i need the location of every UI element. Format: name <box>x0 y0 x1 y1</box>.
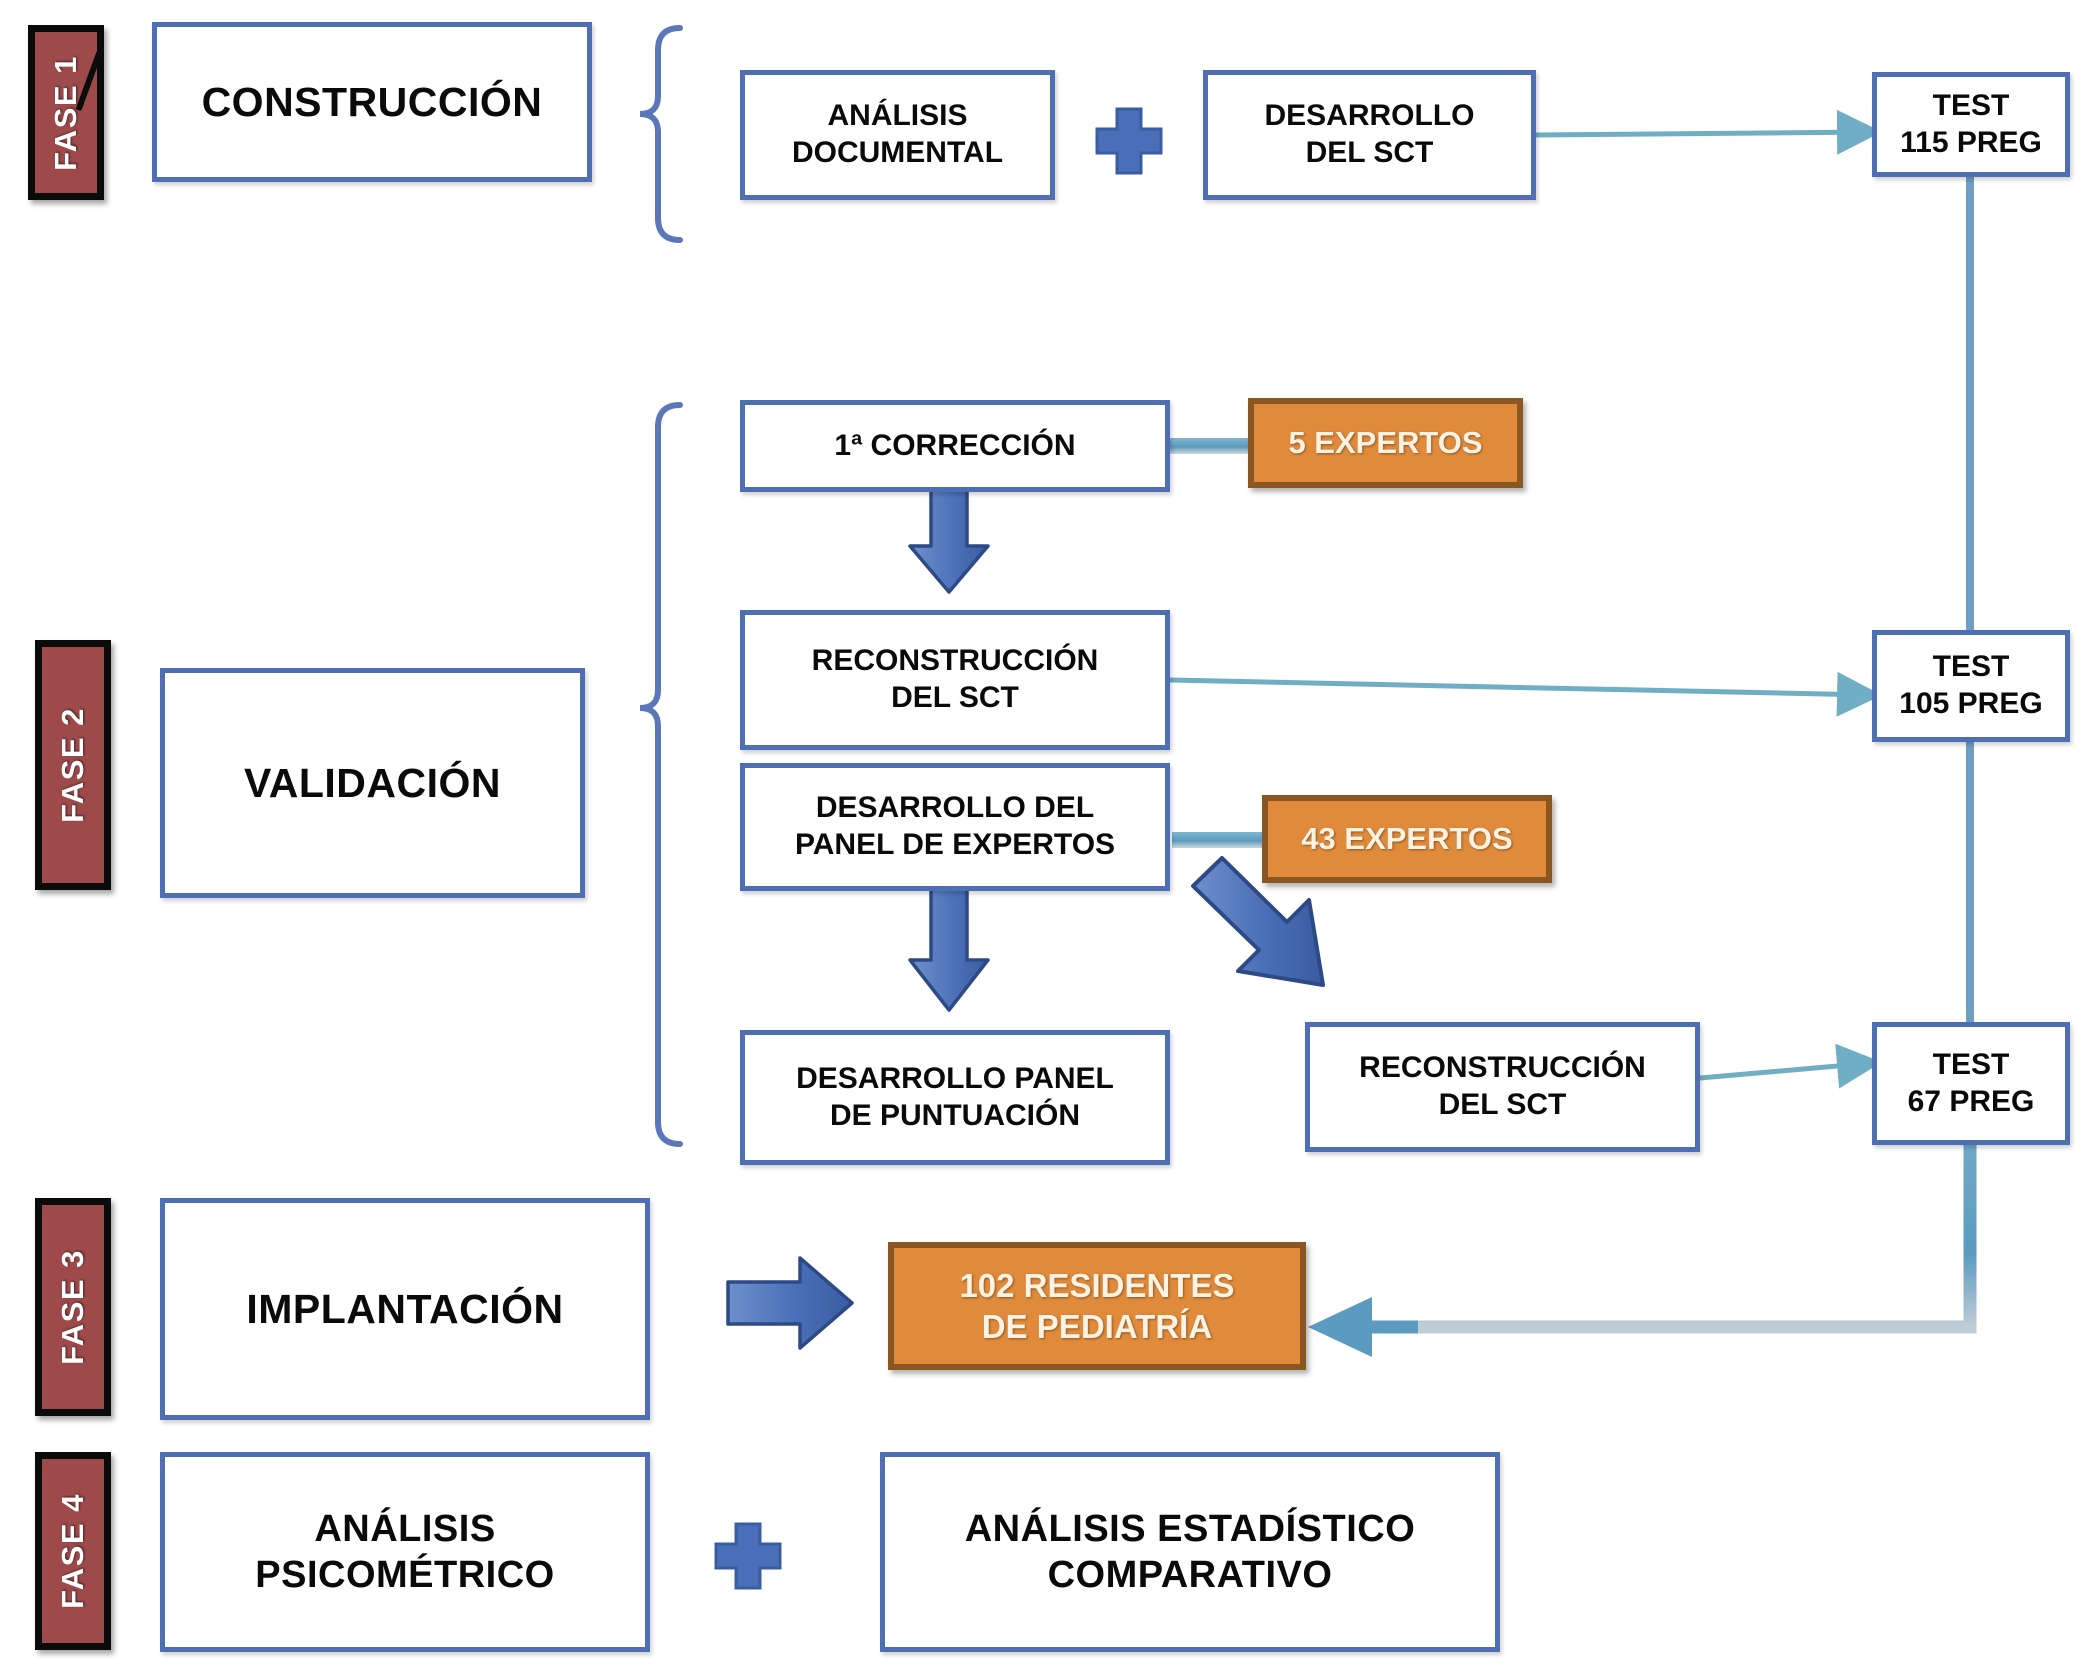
step-primera-correccion[interactable]: 1ª CORRECCIÓN <box>740 400 1170 492</box>
phase4-estadistico-box: ANÁLISIS ESTADÍSTICO COMPARATIVO <box>880 1452 1500 1652</box>
test-105-line2: 105 PREG <box>1899 687 2043 720</box>
experts-5-label: 5 EXPERTOS <box>1288 424 1483 460</box>
step-reconstruccion1-line1: RECONSTRUCCIÓN <box>811 644 1099 678</box>
test-67-preg-box[interactable]: TEST 67 PREG <box>1872 1022 2070 1145</box>
test-115-line2: 115 PREG <box>1900 125 2042 159</box>
residentes-line1: 102 RESIDENTES <box>959 1266 1235 1304</box>
step-puntuacion-line1: DESARROLLO PANEL <box>796 1061 1114 1095</box>
phase-tab-fase1[interactable]: FASE 1 <box>28 25 104 200</box>
experts-43-box[interactable]: 43 EXPERTOS <box>1262 795 1552 883</box>
phase1-title: CONSTRUCCIÓN <box>201 78 543 125</box>
phase-tab-fase1-label: FASE 1 <box>48 54 84 171</box>
phase4-title-box: ANÁLISIS PSICOMÉTRICO <box>160 1452 650 1652</box>
phase4-second-line1: ANÁLISIS ESTADÍSTICO <box>964 1507 1416 1550</box>
test-67-line1: TEST <box>1932 1047 2010 1081</box>
step-reconstruccion-sct-2[interactable]: RECONSTRUCCIÓN DEL SCT <box>1305 1022 1700 1152</box>
connector-panel-to-43expertos <box>1172 832 1262 848</box>
step-desarrollo-line2: DEL SCT <box>1305 136 1434 169</box>
plus-icon <box>1095 107 1163 175</box>
step-analisis-line1: ANÁLISIS <box>827 99 968 133</box>
step-analisis-line2: DOCUMENTAL <box>791 136 1004 169</box>
step-desarrollo-sct[interactable]: DESARROLLO DEL SCT <box>1203 70 1536 200</box>
phase2-title: VALIDACIÓN <box>243 759 502 806</box>
step-reconstruccion-sct-1[interactable]: RECONSTRUCCIÓN DEL SCT <box>740 610 1170 750</box>
phase1-title-box: CONSTRUCCIÓN <box>152 22 592 182</box>
phase-tab-fase2[interactable]: FASE 2 <box>35 640 111 890</box>
phase4-title-line2: PSICOMÉTRICO <box>255 1554 555 1596</box>
brace-phase1 <box>639 25 683 243</box>
connector-test67-to-residentes <box>1308 1145 1977 1357</box>
phase-tab-fase4[interactable]: FASE 4 <box>35 1452 111 1650</box>
arrow-down-correccion-to-reconstruccion <box>908 488 990 594</box>
test-105-preg-box[interactable]: TEST 105 PREG <box>1872 630 2070 742</box>
step-reconstruccion2-line2: DEL SCT <box>1438 1088 1567 1121</box>
phase4-second-line2: COMPARATIVO <box>1047 1554 1333 1596</box>
plus-icon-2 <box>714 1522 782 1590</box>
connector-reconstruccion2-to-test67 <box>1699 1043 1882 1089</box>
connector-desarrollo-to-test115 <box>1535 109 1882 155</box>
residentes-line2: DE PEDIATRÍA <box>981 1308 1213 1345</box>
test-105-line1: TEST <box>1932 650 2010 684</box>
arrow-down-panel-to-puntuacion <box>908 886 990 1012</box>
step-correccion-label: 1ª CORRECCIÓN <box>834 428 1076 462</box>
step-desarrollo-line1: DESARROLLO <box>1264 99 1475 133</box>
experts-5-box[interactable]: 5 EXPERTOS <box>1248 398 1523 488</box>
step-reconstruccion1-line2: DEL SCT <box>891 681 1019 714</box>
phase-tab-fase3-label: FASE 3 <box>55 1249 91 1365</box>
phase2-title-box: VALIDACIÓN <box>160 668 585 898</box>
phase3-title: IMPLANTACIÓN <box>246 1285 564 1332</box>
phase4-title-line1: ANÁLISIS <box>314 1507 496 1550</box>
phase-tab-fase3[interactable]: FASE 3 <box>35 1198 111 1416</box>
phase-tab-fase2-label: FASE 2 <box>55 707 91 823</box>
arrow-diagonal-panel-to-reconstruccion2 <box>1191 856 1325 987</box>
residentes-pediatria-box[interactable]: 102 RESIDENTES DE PEDIATRÍA <box>888 1242 1306 1370</box>
step-panel-line1: DESARROLLO DEL <box>815 791 1095 825</box>
step-desarrollo-panel-puntuacion[interactable]: DESARROLLO PANEL DE PUNTUACIÓN <box>740 1030 1170 1165</box>
step-analisis-documental[interactable]: ANÁLISIS DOCUMENTAL <box>740 70 1055 200</box>
brace-phase2 <box>639 402 683 1147</box>
step-puntuacion-line2: DE PUNTUACIÓN <box>829 1098 1080 1132</box>
phase-tab-fase4-label: FASE 4 <box>55 1493 91 1609</box>
arrow-right-implantacion-to-residentes <box>726 1256 854 1350</box>
step-desarrollo-panel-expertos[interactable]: DESARROLLO DEL PANEL DE EXPERTOS <box>740 763 1170 891</box>
test-67-line2: 67 PREG <box>1907 1084 2035 1118</box>
connector-reconstruccion-to-test105 <box>1169 671 1882 717</box>
step-reconstruccion2-line1: RECONSTRUCCIÓN <box>1359 1051 1646 1085</box>
experts-43-label: 43 EXPERTOS <box>1301 820 1513 856</box>
test-115-line1: TEST <box>1932 88 2010 122</box>
test-115-preg-box[interactable]: TEST 115 PREG <box>1872 72 2070 177</box>
step-panel-line2: PANEL DE EXPERTOS <box>794 828 1116 861</box>
phase3-title-box: IMPLANTACIÓN <box>160 1198 650 1420</box>
